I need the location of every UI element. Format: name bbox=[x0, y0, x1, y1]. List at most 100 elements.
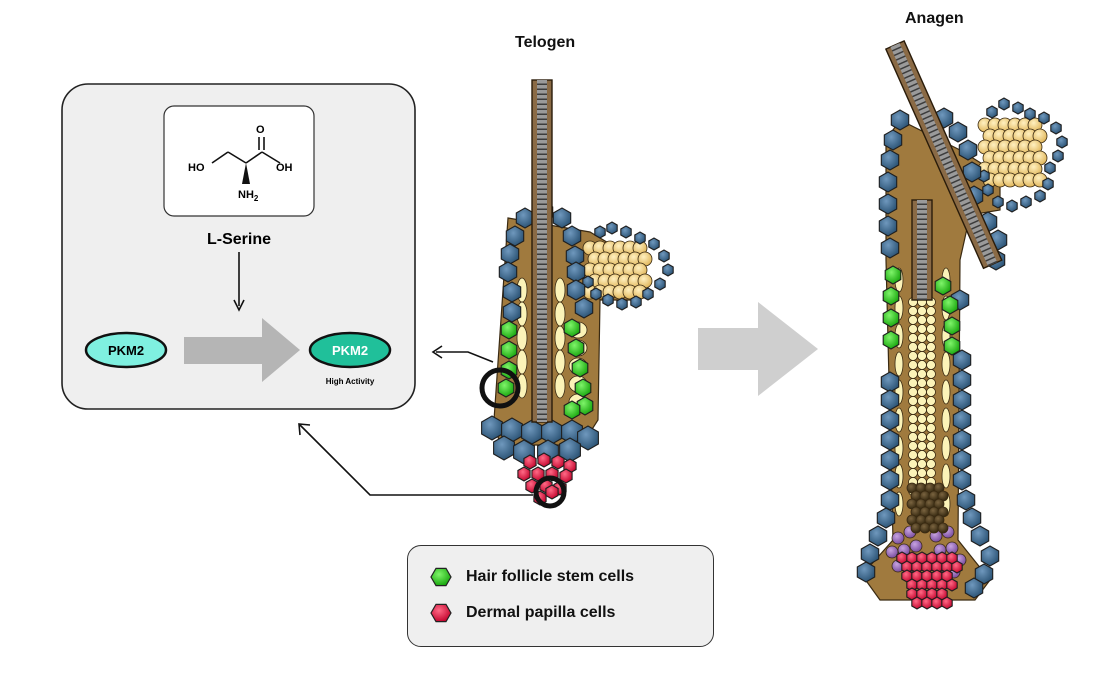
outer-sheath-cell bbox=[574, 297, 594, 319]
inner-sheath-cell bbox=[554, 301, 566, 327]
stem-cell bbox=[500, 340, 518, 360]
outer-sheath-cell bbox=[502, 281, 522, 303]
legend: Hair follicle stem cells Dermal papilla … bbox=[407, 545, 714, 647]
outer-sheath-cell bbox=[970, 525, 990, 547]
outer-sheath-cell bbox=[1038, 111, 1050, 125]
outer-sheath-cell bbox=[662, 263, 674, 277]
outer-sheath-cell bbox=[1056, 135, 1068, 149]
pigment-cell bbox=[928, 522, 940, 534]
outer-sheath-cell bbox=[1034, 189, 1046, 203]
pkm2-inactive bbox=[84, 331, 168, 369]
papilla-cell bbox=[559, 468, 573, 484]
pigment-cell bbox=[910, 522, 922, 534]
inner-root-cell bbox=[926, 468, 936, 478]
pkm2-left-label: PKM2 bbox=[108, 343, 144, 358]
legend-label-papilla-cells: Dermal papilla cells bbox=[466, 604, 616, 621]
inner-root-cell bbox=[908, 387, 918, 397]
stem-cell bbox=[943, 316, 961, 336]
inner-root-cell bbox=[917, 396, 927, 406]
inner-root-cell bbox=[917, 360, 927, 370]
papilla-cell bbox=[545, 484, 559, 500]
outer-sheath-cell bbox=[658, 249, 670, 263]
inner-root-cell bbox=[917, 387, 927, 397]
legend-label-stem-cells: Hair follicle stem cells bbox=[466, 568, 635, 585]
outer-sheath-cell bbox=[552, 207, 572, 229]
outer-sheath-cell bbox=[880, 409, 900, 431]
stem-cell-connector bbox=[436, 351, 494, 363]
wedge-bond bbox=[242, 163, 250, 184]
inner-root-cell bbox=[908, 414, 918, 424]
inner-sheath-cell bbox=[554, 349, 566, 375]
inner-root-cell bbox=[908, 369, 918, 379]
matrix-cell bbox=[885, 545, 899, 559]
stem-cell bbox=[563, 318, 581, 338]
molecule-oh-label: OH bbox=[276, 162, 293, 174]
matrix-cell bbox=[909, 539, 923, 553]
outer-sheath-cell bbox=[952, 469, 972, 491]
stem-cell bbox=[500, 320, 518, 340]
outer-sheath-cell bbox=[880, 489, 900, 511]
outer-sheath-cell bbox=[562, 225, 582, 247]
outer-sheath-cell bbox=[1012, 101, 1024, 115]
inner-sheath-cell bbox=[554, 373, 566, 399]
pigment-cell bbox=[937, 522, 949, 534]
stem-cell bbox=[882, 308, 900, 328]
green-hexagon-icon bbox=[430, 567, 452, 587]
inner-root-cell bbox=[926, 315, 936, 325]
stem-cell bbox=[941, 295, 959, 315]
inner-root-cell bbox=[917, 468, 927, 478]
inner-root-cell bbox=[908, 333, 918, 343]
outer-sheath-cell bbox=[1042, 177, 1054, 191]
molecule-nh2-label: NH2 bbox=[238, 189, 259, 203]
outer-sheath-cell bbox=[948, 121, 968, 143]
stem-cell bbox=[497, 378, 515, 398]
highlight-papilla-cell bbox=[533, 475, 567, 509]
outer-sheath-cell bbox=[878, 171, 898, 193]
inner-root-cell bbox=[917, 306, 927, 316]
outer-sheath-cell bbox=[1024, 107, 1036, 121]
outer-sheath-cell bbox=[582, 275, 594, 289]
outer-sheath-cell bbox=[566, 279, 586, 301]
legend-item-papilla-cells: Dermal papilla cells bbox=[430, 602, 615, 624]
pigment-cell bbox=[919, 522, 931, 534]
inner-root-cell bbox=[926, 306, 936, 316]
outer-sheath-cell bbox=[952, 369, 972, 391]
papilla-connector bbox=[299, 424, 533, 496]
outer-sheath-cell bbox=[493, 435, 515, 461]
outer-sheath-cell bbox=[878, 193, 898, 215]
stem-cell bbox=[563, 400, 581, 420]
papilla-cell bbox=[523, 454, 537, 470]
inner-root-cell bbox=[908, 342, 918, 352]
papilla-cell bbox=[946, 578, 958, 592]
papilla-cell bbox=[931, 596, 943, 610]
inner-root-cell bbox=[908, 306, 918, 316]
outer-sheath-cell bbox=[962, 507, 982, 529]
stem-cell bbox=[943, 336, 961, 356]
inner-root-cell bbox=[908, 315, 918, 325]
papilla-cell bbox=[551, 454, 565, 470]
inner-root-cell bbox=[926, 423, 936, 433]
outer-sheath-cell bbox=[964, 577, 984, 599]
outer-sheath-cell bbox=[952, 389, 972, 411]
papilla-cell bbox=[911, 596, 923, 610]
outer-sheath-cell bbox=[648, 237, 660, 251]
outer-sheath-cell bbox=[500, 243, 520, 265]
pathway-panel: O HO OH NH2 L-Serine PKM2 PKM2 High Acti… bbox=[61, 83, 416, 410]
outer-sheath-cell bbox=[883, 129, 903, 151]
l-serine-structure bbox=[211, 137, 281, 164]
inner-root-cell bbox=[926, 378, 936, 388]
outer-sheath-cell bbox=[998, 97, 1010, 111]
stem-cell bbox=[884, 265, 902, 285]
outer-sheath-cell bbox=[616, 297, 628, 311]
outer-sheath-cell bbox=[880, 449, 900, 471]
inner-root-cell bbox=[908, 396, 918, 406]
outer-sheath-cell bbox=[642, 287, 654, 301]
outer-sheath-cell bbox=[880, 469, 900, 491]
inner-sheath-cell bbox=[516, 325, 528, 351]
papilla-cell bbox=[951, 560, 963, 574]
pkm2-active bbox=[308, 331, 392, 369]
outer-sheath-cell bbox=[856, 561, 876, 583]
outer-sheath-cell bbox=[880, 237, 900, 259]
outer-sheath-cell bbox=[654, 277, 666, 291]
outer-sheath-cell bbox=[606, 221, 618, 235]
